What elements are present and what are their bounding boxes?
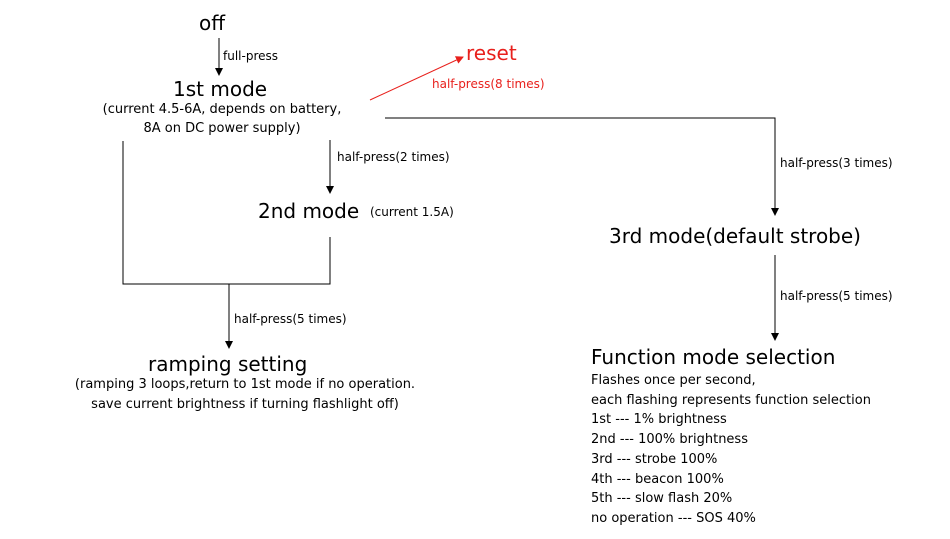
mode2-subtitle: (current 1.5A) [370,205,454,219]
function-line: Flashes once per second, [591,373,756,388]
arrow-mode1-to-mode3 [385,117,779,216]
function-mode-list: Flashes once per second, each flashing r… [591,371,871,529]
mode1-subtitle-2: 8A on DC power supply) [143,121,301,136]
mode1-subtitle-1: (current 4.5-6A, depends on battery, [102,102,342,117]
mode3-title: 3rd mode(default strobe) [609,224,861,248]
ramping-subtitle-1: (ramping 3 loops,return to 1st mode if n… [74,377,416,392]
function-mode-title: Function mode selection [591,345,836,369]
function-line: no operation --- SOS 40% [591,510,756,526]
half-press-3-label: half-press(3 times) [780,156,893,170]
arrow-mode1-to-reset [369,56,464,101]
ramping-title: ramping setting [148,352,308,376]
half-press-5-right-label: half-press(5 times) [780,289,893,303]
function-line: 1st --- 1% brightness [591,412,727,428]
mode1-title: 1st mode [173,77,268,101]
function-line: 2nd --- 100% brightness [591,432,748,448]
half-press-5-left-label: half-press(5 times) [234,312,347,326]
function-line: each flashing represents function select… [591,392,871,408]
half-press-2-label: half-press(2 times) [337,150,450,164]
function-line: 4th --- beacon 100% [591,471,724,487]
off-node: off [199,11,226,35]
full-press-label: full-press [223,49,279,63]
bracket-mode1-mode2 [122,141,331,285]
mode2-title: 2nd mode [258,199,360,223]
ramping-subtitle-2: save current brightness if turning flash… [91,397,399,412]
reset-node: reset [466,41,517,65]
function-line: 5th --- slow flash 20% [591,491,733,507]
function-line: 3rd --- strobe 100% [591,451,718,467]
reset-edge-label: half-press(8 times) [432,77,545,91]
